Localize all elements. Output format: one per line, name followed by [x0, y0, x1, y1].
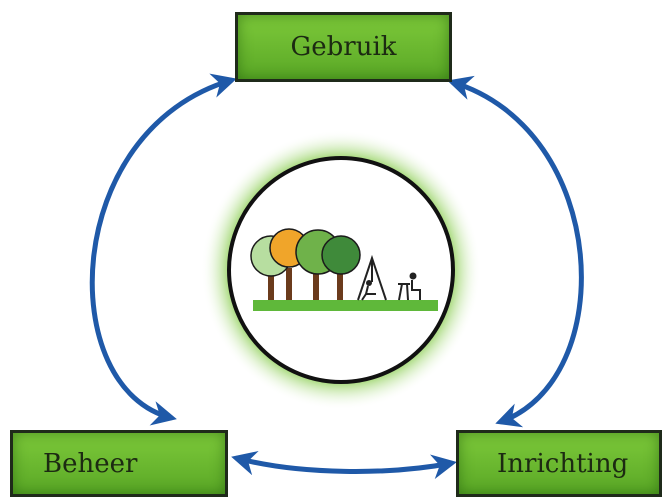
arrow-gebruik-inrichting [447, 75, 584, 428]
tree-canopy-dark [321, 235, 361, 275]
node-gebruik: Gebruik [235, 12, 452, 82]
arrow-gebruik-beheer [89, 73, 237, 426]
node-beheer-label: Beheer [43, 448, 138, 479]
picnic-table-icon [398, 272, 421, 301]
person-sitting-icon [361, 280, 376, 301]
ground-strip [253, 300, 438, 311]
node-inrichting: Inrichting [456, 430, 662, 497]
node-gebruik-label: Gebruik [290, 32, 397, 62]
node-inrichting-label: Inrichting [497, 448, 629, 479]
swing-icon [357, 254, 387, 301]
node-beheer: Beheer [10, 430, 228, 497]
park-icon [250, 228, 438, 311]
arrow-beheer-inrichting [231, 451, 457, 480]
